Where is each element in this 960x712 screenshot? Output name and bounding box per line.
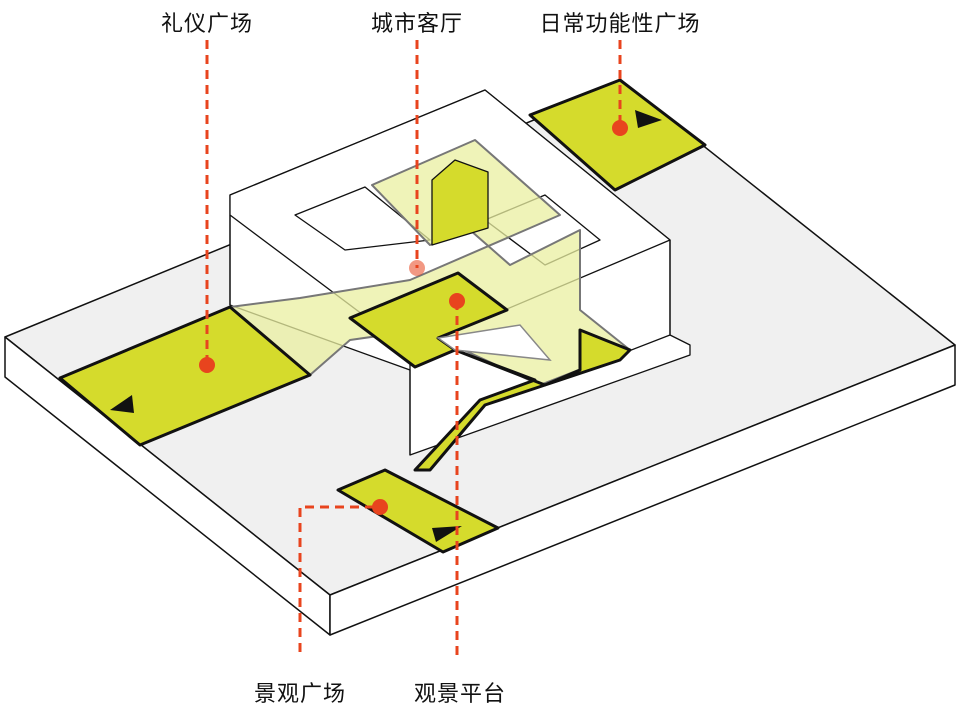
city-living-room-volume (229, 139, 631, 386)
label-daily-function-plaza: 日常功能性广场 (539, 12, 701, 37)
label-landscape-plaza: 景观广场 (253, 682, 347, 707)
arrow-icon (110, 395, 134, 413)
label-ceremonial-plaza: 礼仪广场 (160, 12, 254, 37)
arrow-icon (635, 110, 662, 128)
ramp-area (413, 328, 632, 472)
label-viewing-platform: 观景平台 (413, 682, 507, 707)
arrow-icon (432, 526, 462, 542)
leader-lines (205, 40, 622, 655)
marker-dots (199, 120, 628, 515)
direction-arrows (110, 110, 662, 542)
label-city-living-room: 城市客厅 (370, 12, 464, 37)
